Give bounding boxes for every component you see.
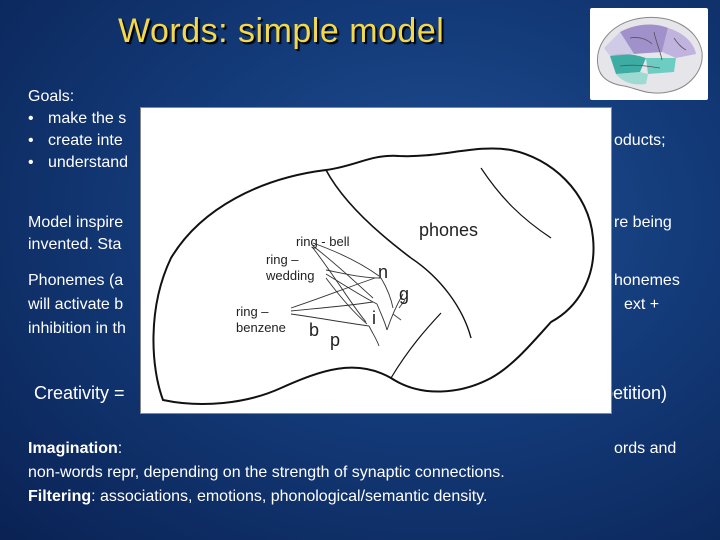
bullet-icon: • (28, 108, 48, 130)
goal-item-tail: oducts; (614, 130, 666, 152)
bullet-icon: • (28, 130, 48, 152)
model-line1-start: Model inspire (28, 212, 123, 234)
brain-thumbnail-image (590, 8, 708, 100)
phonemes-line1-start: Phonemes (a (28, 270, 123, 292)
list-item: •make the s (28, 108, 128, 130)
brain-outline (153, 148, 593, 404)
imagination-colon: : (118, 440, 122, 457)
phonemes-line1-end: honemes (614, 270, 680, 292)
model-line1-end: re being (614, 212, 672, 234)
imagination-label: Imagination (28, 440, 118, 457)
filtering-line: Filtering: associations, emotions, phono… (28, 486, 487, 508)
phonemes-line2-start: will activate b (28, 294, 123, 316)
creativity-start: Creativity = (34, 382, 125, 404)
label-phone-n: n (378, 262, 388, 283)
goals-heading: Goals: (28, 86, 128, 108)
bullet-icon: • (28, 152, 48, 174)
filtering-label: Filtering (28, 488, 91, 505)
label-ring-benzene-1: ring – (236, 304, 269, 319)
label-phone-p: p (330, 330, 340, 351)
filtering-text: : associations, emotions, phonological/s… (91, 488, 487, 505)
slide-title: Words: simple model (118, 12, 444, 51)
imagination-line2: non-words repr, depending on the strengt… (28, 462, 505, 484)
label-phone-g: g (399, 284, 409, 305)
label-ring-wedding-1: ring – (266, 252, 299, 267)
brain-diagram-image: phones ring - bell ring – wedding ring –… (140, 107, 612, 414)
goals-list: Goals: •make the s •create inte •underst… (28, 86, 128, 174)
goal-item-text: make the s (48, 110, 126, 127)
imagination-line1-end: ords and (614, 438, 676, 460)
phonemes-line2-end: ext + (624, 294, 659, 316)
label-ring-bell: ring - bell (296, 234, 349, 249)
list-item: •create inte (28, 130, 128, 152)
label-ring-wedding-2: wedding (266, 268, 314, 283)
phonemes-line3-start: inhibition in th (28, 318, 126, 340)
label-phone-b: b (309, 320, 319, 341)
label-phone-i: i (372, 308, 376, 329)
goal-item-text: understand (48, 154, 128, 171)
model-line2-start: invented. Sta (28, 234, 121, 256)
goal-item-text: create inte (48, 132, 123, 149)
label-phones: phones (419, 220, 478, 241)
label-ring-benzene-2: benzene (236, 320, 286, 335)
list-item: •understand (28, 152, 128, 174)
imagination-line1: Imagination: (28, 438, 122, 460)
